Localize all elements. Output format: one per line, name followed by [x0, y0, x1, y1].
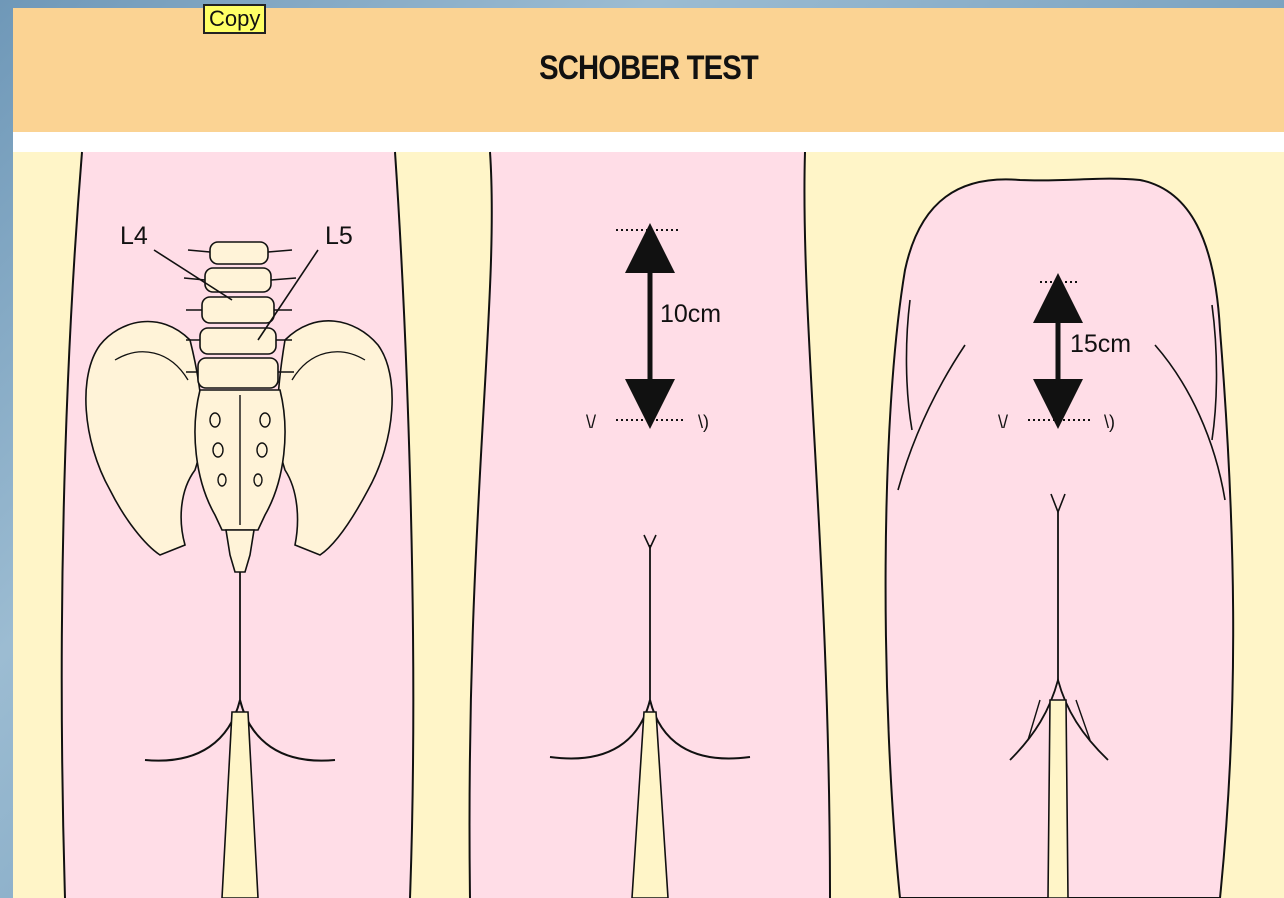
vertebra-l5	[198, 358, 278, 388]
banner-divider	[13, 132, 1284, 152]
copy-button[interactable]: Copy	[203, 4, 266, 34]
vertebra-l1	[210, 242, 268, 264]
panel-3-left-dimple: \/	[998, 412, 1008, 432]
panel-1-back-with-pelvis: L4 L5	[62, 152, 414, 898]
panel-2-distance-label: 10cm	[660, 300, 721, 328]
label-l4: L4	[120, 222, 148, 250]
vertebra-l3	[202, 297, 274, 323]
page-title: SCHOBER TEST	[102, 38, 1195, 98]
label-l5: L5	[325, 222, 353, 250]
panel-3-distance-label: 15cm	[1070, 330, 1131, 358]
panel-3-right-dimple: \)	[1104, 412, 1115, 432]
panel-3-inner-thighs	[1048, 700, 1068, 898]
panel-3-flexion-measurement: \/ \) 15cm	[886, 179, 1234, 898]
vertebra-l4	[200, 328, 276, 354]
panel-2-left-dimple: \/	[586, 412, 596, 432]
panel-2-right-dimple: \)	[698, 412, 709, 432]
panel-2-upright-marking: \/ \) 10cm	[470, 152, 830, 898]
